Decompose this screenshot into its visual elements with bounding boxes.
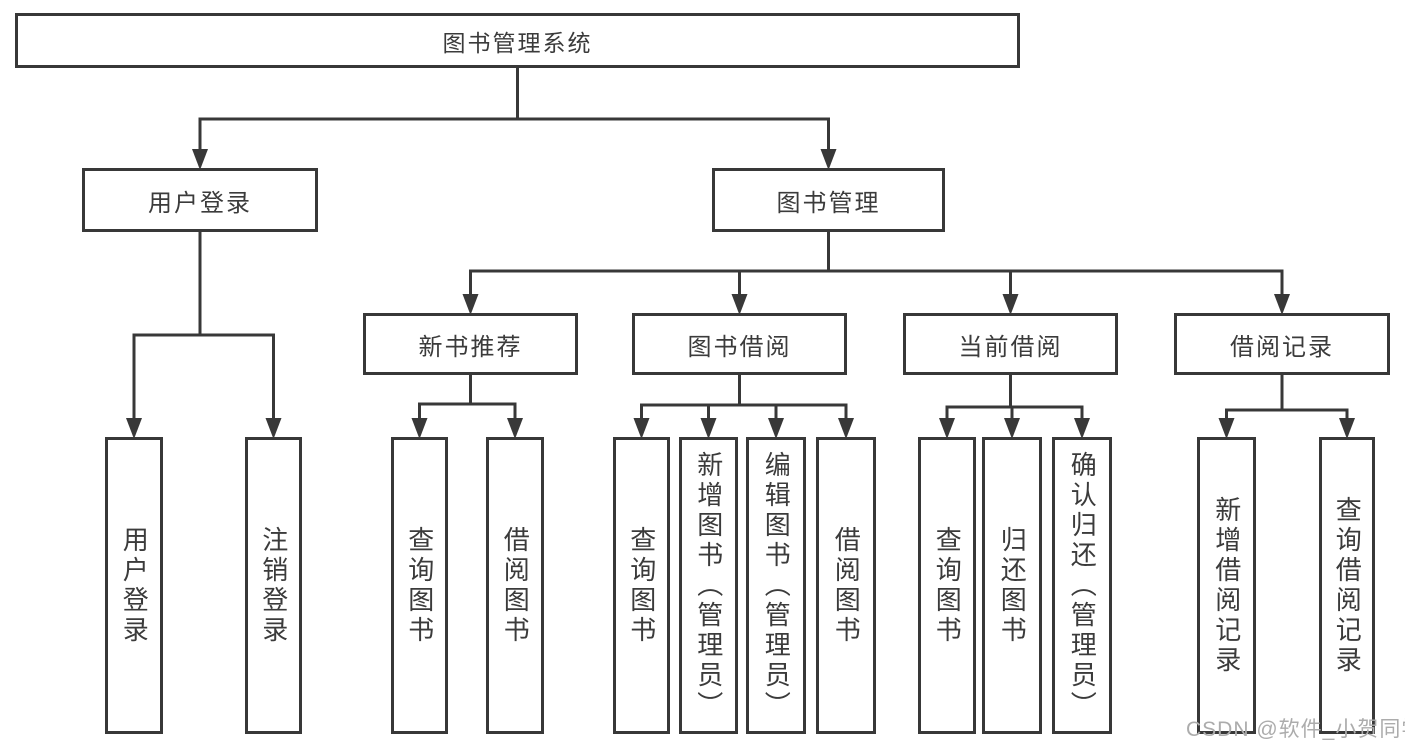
- connector-new-book-recommend: [411, 374, 523, 439]
- node-label-book-borrow: 图书借阅: [687, 333, 792, 361]
- node-borrow-books-1: 借阅图书: [486, 437, 544, 734]
- node-add-borrow-record: 新增借阅记录: [1197, 437, 1256, 734]
- node-label-logout-leaf: 注销登录: [258, 525, 289, 646]
- node-user-login: 用户登录: [82, 168, 318, 232]
- node-label-add-books: 新增图书（管理员）: [693, 450, 724, 721]
- connector-book-management: [462, 231, 1290, 315]
- node-label-current-borrow: 当前借阅: [958, 333, 1063, 361]
- node-label-return-books: 归还图书: [997, 525, 1028, 646]
- node-query-books-3: 查询图书: [918, 437, 976, 734]
- node-borrow-books-2: 借阅图书: [816, 437, 876, 734]
- node-label-borrow-books-2: 借阅图书: [831, 525, 862, 646]
- node-edit-books: 编辑图书（管理员）: [746, 437, 806, 734]
- node-label-query-borrow-record: 查询借阅记录: [1332, 495, 1363, 676]
- node-label-new-book-recommend: 新书推荐: [418, 333, 523, 361]
- node-label-user-login: 用户登录: [148, 189, 252, 217]
- node-current-borrow: 当前借阅: [903, 313, 1118, 375]
- node-root: 图书管理系统: [15, 13, 1020, 68]
- node-logout-leaf: 注销登录: [245, 437, 302, 734]
- node-label-query-books-2: 查询图书: [626, 525, 657, 646]
- connector-user-login: [126, 231, 282, 439]
- node-query-books-2: 查询图书: [613, 437, 670, 734]
- node-label-borrow-records: 借阅记录: [1230, 333, 1334, 361]
- node-label-query-books-1: 查询图书: [404, 525, 435, 646]
- node-label-user-login-leaf: 用户登录: [119, 525, 150, 646]
- connector-root: [192, 67, 837, 170]
- node-label-query-books-3: 查询图书: [932, 525, 963, 646]
- node-user-login-leaf: 用户登录: [105, 437, 163, 734]
- node-book-borrow: 图书借阅: [632, 313, 847, 375]
- node-new-book-recommend: 新书推荐: [363, 313, 578, 375]
- node-add-books: 新增图书（管理员）: [679, 437, 738, 734]
- node-query-books-1: 查询图书: [391, 437, 448, 734]
- node-label-borrow-books-1: 借阅图书: [500, 525, 531, 646]
- node-label-root: 图书管理系统: [442, 29, 593, 56]
- connector-current-borrow: [939, 374, 1090, 439]
- node-label-add-borrow-record: 新增借阅记录: [1211, 495, 1242, 676]
- node-book-management: 图书管理: [712, 168, 945, 232]
- csdn-watermark: CSDN @软件_小贺同学: [1186, 718, 1405, 741]
- node-query-borrow-record: 查询借阅记录: [1319, 437, 1375, 734]
- connector-borrow-records: [1218, 374, 1355, 439]
- node-label-edit-books: 编辑图书（管理员）: [761, 450, 792, 721]
- node-label-confirm-return: 确认归还（管理员）: [1067, 450, 1098, 721]
- connector-book-borrow: [633, 374, 854, 439]
- node-confirm-return: 确认归还（管理员）: [1052, 437, 1112, 734]
- node-label-book-management: 图书管理: [776, 189, 881, 217]
- node-borrow-records: 借阅记录: [1174, 313, 1390, 375]
- node-return-books: 归还图书: [982, 437, 1042, 734]
